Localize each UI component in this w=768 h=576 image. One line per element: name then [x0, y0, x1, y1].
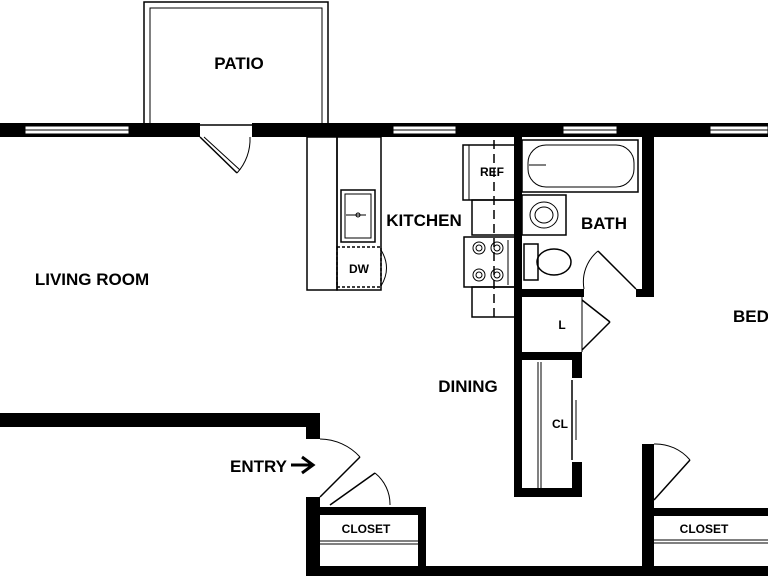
entry-label: ENTRY [230, 457, 288, 476]
kitchen-island-counter [306, 136, 382, 291]
entry-closet-shelf [320, 540, 418, 545]
bedroom-closet [654, 511, 768, 544]
bedroom-door [653, 443, 691, 501]
bedroom-walls [642, 444, 768, 576]
bath-sink [521, 194, 567, 236]
stove [463, 236, 516, 288]
dishwasher [336, 246, 387, 288]
bathtub [521, 139, 639, 193]
entry-walls [0, 413, 654, 576]
bedroom-label: BED [733, 307, 768, 326]
hall-closet-label: CL [552, 417, 568, 431]
refrigerator-label: REF [480, 165, 504, 179]
entry-door [319, 438, 361, 498]
patio-label: PATIO [214, 54, 263, 73]
kitchen-sink [340, 189, 376, 243]
bath-label: BATH [581, 214, 627, 233]
bath-walls [514, 137, 654, 497]
linen-closet [581, 297, 611, 352]
linen-closet-label: L [558, 318, 565, 332]
bedroom-closet-label: CLOSET [680, 522, 729, 536]
entry-closet-label: CLOSET [342, 522, 391, 536]
top-windows [24, 125, 768, 135]
living-room-label: LIVING ROOM [35, 270, 149, 289]
kitchen-label: KITCHEN [386, 211, 462, 230]
dishwasher-label: DW [349, 262, 370, 276]
dining-label: DINING [438, 377, 498, 396]
bath-door [582, 250, 637, 290]
arrow-right-icon [291, 455, 316, 475]
hall-closet [537, 362, 577, 488]
patio-door [199, 136, 251, 174]
patio-railing [143, 1, 329, 126]
entry-closet-door [329, 472, 391, 506]
toilet [523, 243, 572, 281]
